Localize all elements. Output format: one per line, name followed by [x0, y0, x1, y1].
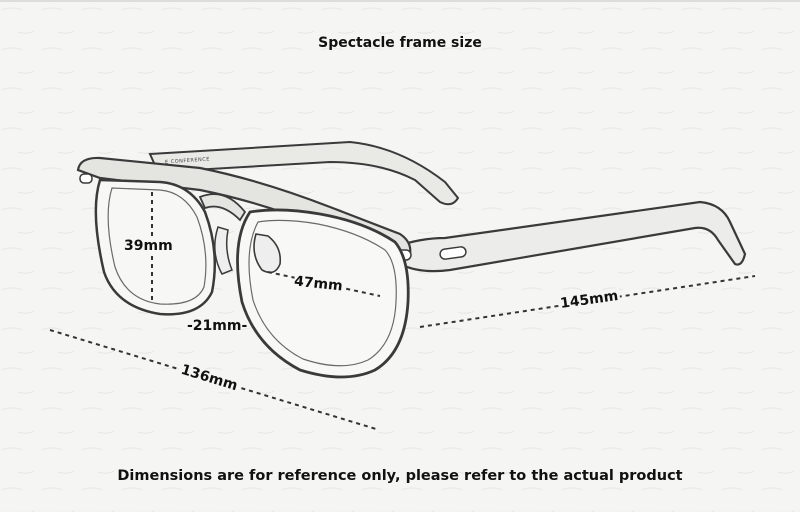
bridge — [198, 193, 247, 222]
left-hinge-rivet — [79, 173, 93, 184]
right-lens-inner — [248, 219, 397, 367]
left-lens-inner — [107, 187, 207, 305]
right-lens-rim — [236, 208, 410, 379]
page-title: Spectacle frame size — [318, 35, 482, 51]
lens-height-label: 39mm — [123, 238, 174, 254]
disclaimer-note: Dimensions are for reference only, pleas… — [117, 468, 683, 484]
far-temple — [148, 140, 460, 206]
temple-rivet — [439, 246, 467, 260]
near-temple — [393, 200, 747, 273]
left-nose-pad — [214, 226, 233, 275]
bridge-width-label: -21mm- — [187, 318, 248, 334]
right-nose-pad — [253, 233, 282, 274]
